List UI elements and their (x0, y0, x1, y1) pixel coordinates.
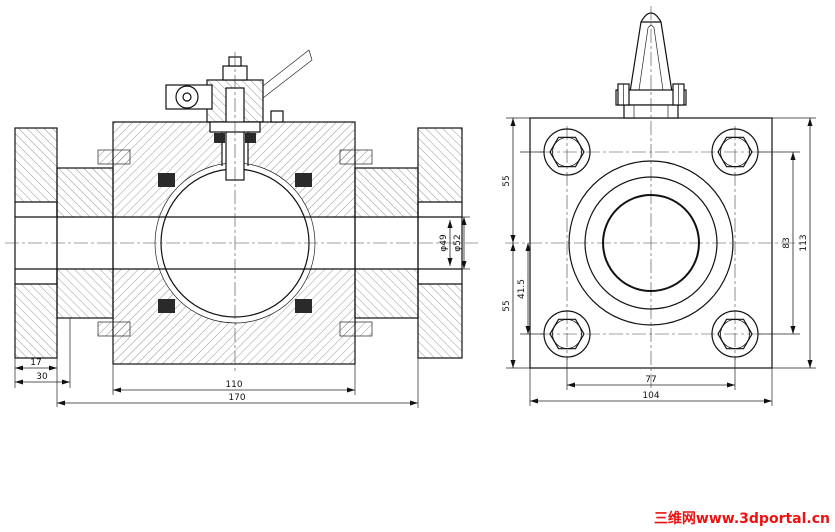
dim-83-label: 83 (782, 237, 792, 248)
right-view-end (505, 6, 800, 392)
dim-30-label: 30 (36, 372, 48, 382)
dim-phi52-label: φ52 (453, 234, 463, 251)
dim-110-label: 110 (225, 380, 242, 390)
dim-77-label: 77 (645, 375, 656, 385)
dim-113-label: 113 (799, 234, 809, 251)
stem-packing (214, 133, 225, 143)
seat-ring (158, 173, 175, 187)
dim-55-top-label: 55 (502, 175, 512, 186)
stem-packing (245, 133, 256, 143)
left-view-section (5, 49, 478, 372)
dim-17-label: 17 (30, 358, 41, 368)
left-view-dimensions: 17 30 110 170 φ49 φ52 (14, 216, 470, 408)
dim-55-bottom-label: 55 (502, 300, 512, 311)
raised-face-circle (568, 160, 734, 326)
handle-hub (175, 85, 199, 109)
dim-104-label: 104 (642, 391, 659, 401)
seat-ring (158, 299, 175, 313)
bore-circle (602, 194, 700, 292)
dim-170-label: 170 (228, 393, 245, 403)
dim-phi49-label: φ49 (439, 234, 449, 252)
handle-lever-line (262, 49, 310, 87)
seat-ring (295, 173, 312, 187)
seat-ring (295, 299, 312, 313)
right-view-dimensions: 55 55 41.5 83 113 77 104 (502, 117, 816, 406)
counterbore-circle (584, 176, 718, 310)
watermark-text: 三维网www.3dportal.cn (654, 510, 830, 527)
dim-41-5-label: 41.5 (517, 279, 527, 299)
stop-pin (270, 110, 284, 123)
